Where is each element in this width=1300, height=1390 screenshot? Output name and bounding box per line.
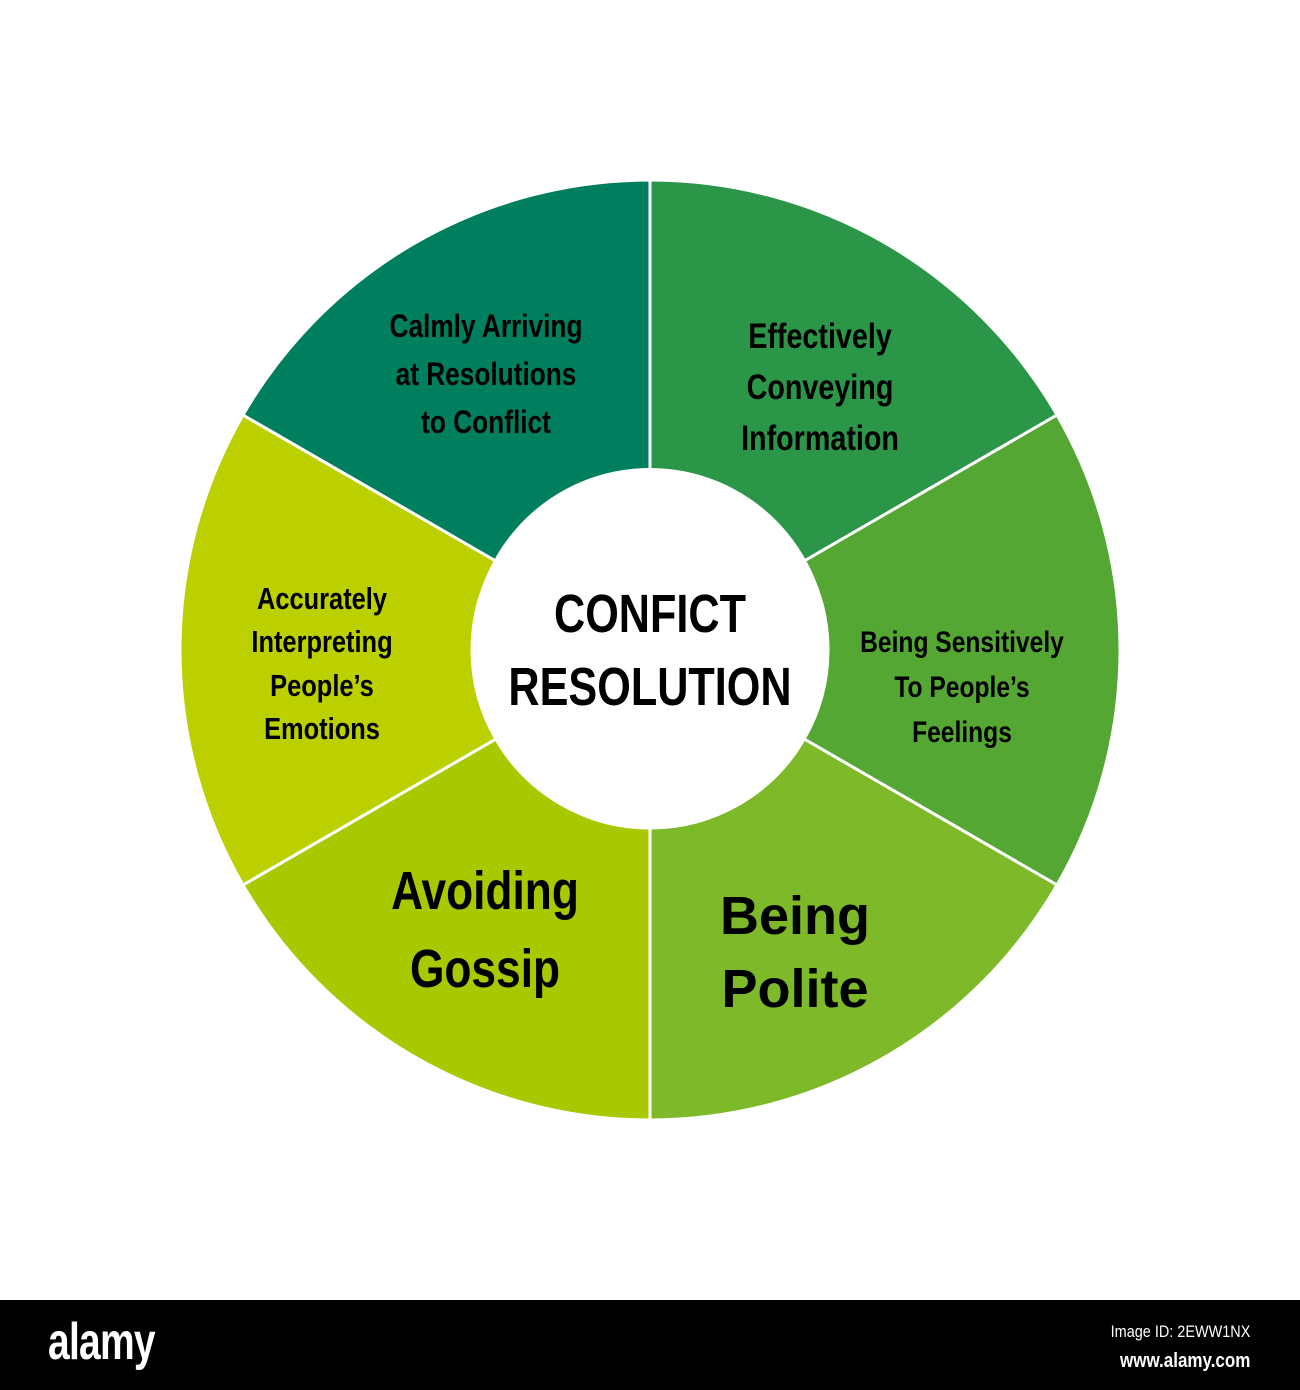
wheel-segment-3 [240, 736, 652, 1122]
footer-bar: alamy Image ID: 2EWW1NX www.alamy.com [0, 1300, 1300, 1390]
wheel-segment-2 [648, 736, 1060, 1122]
footer-image-id: Image ID: 2EWW1NX [1110, 1322, 1250, 1341]
center-title: CONFICT RESOLUTION [508, 584, 792, 717]
footer-logo: alamy [48, 1313, 156, 1371]
center-circle [472, 468, 828, 824]
segment-label-calmly-arriving: Calmly Arriving at Resolutions to Confli… [389, 308, 583, 440]
segment-label-being-polite: Being Polite [719, 886, 870, 1019]
footer-url: www.alamy.com [1119, 1350, 1250, 1372]
segment-label-interpreting-emotions: Accurately Interpreting People’s Emotion… [251, 581, 393, 747]
wheel-segment-1 [802, 412, 1122, 888]
segment-label-avoiding-gossip: Avoiding Gossip [391, 861, 579, 1000]
segment-label-conveying-information: Effectively Conveying Information [741, 317, 899, 458]
conflict-resolution-wheel [178, 178, 1122, 1122]
segment-label-sensitive-feelings: Being Sensitively To People’s Feelings [860, 626, 1064, 749]
